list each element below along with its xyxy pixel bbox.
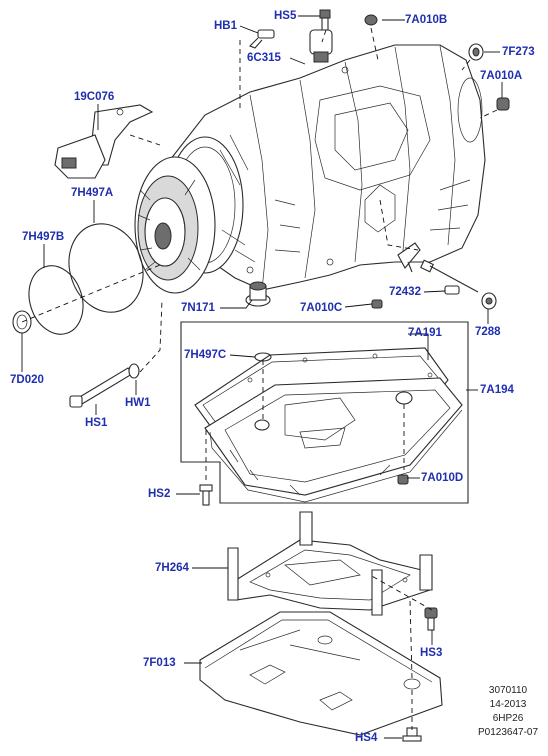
reference-line-2: 14-2013 [489, 699, 527, 710]
callout-7a010b: 7A010B [405, 14, 448, 26]
sensor-6c315 [309, 29, 333, 63]
callout-6c315: 6C315 [247, 52, 281, 64]
seal-7h497b [28, 265, 84, 335]
reference-line-1: 3070110 [488, 685, 528, 696]
bolt-hs5 [319, 9, 331, 31]
callout-7d020: 7D020 [10, 374, 44, 386]
leader-lines [21, 15, 503, 739]
bracket-19c076 [54, 104, 154, 179]
assembly-lines [21, 27, 498, 730]
callout-7f273: 7F273 [502, 46, 535, 58]
bolt-hs2 [199, 484, 213, 506]
callout-7a191: 7A191 [408, 327, 442, 339]
reference-block: 3070110 14-2013 6HP26 P0123647-07 [470, 684, 546, 740]
reference-line-3: 6HP26 [492, 713, 524, 724]
skid-plate-7f013 [199, 611, 443, 736]
callout-7n171: 7N171 [181, 302, 215, 314]
oil-pan-box [180, 321, 469, 504]
callout-7a194: 7A194 [480, 384, 514, 396]
callout-7h497c: 7H497C [184, 349, 227, 361]
oil-pan-7a194 [204, 377, 463, 503]
callout-hb1: HB1 [214, 20, 238, 32]
callout-7h264: 7H264 [155, 562, 189, 574]
transmission-housing [166, 44, 486, 291]
callout-7a010d: 7A010D [421, 472, 464, 484]
callout-19c076: 19C076 [74, 91, 115, 103]
callout-72432: 72432 [389, 286, 421, 298]
callout-7h497b: 7H497B [22, 231, 65, 243]
callout-hs4: HS4 [355, 732, 378, 744]
bolt-hs3 [424, 607, 438, 631]
seal-7f273 [468, 43, 484, 61]
callout-7a010a: 7A010A [480, 70, 523, 82]
callout-hs2: HS2 [148, 488, 171, 500]
plug-7a010d [397, 474, 409, 485]
plug-7a010a [496, 97, 510, 111]
reference-line-4: P0123647-07 [477, 727, 539, 738]
callout-7a010c: 7A010C [300, 302, 343, 314]
drain-plug-7n171 [245, 281, 271, 307]
seal-7h497a [68, 223, 144, 313]
bolt-hb1 [249, 29, 275, 49]
washer-hw1 [128, 363, 140, 379]
callout-7f013: 7F013 [143, 657, 176, 669]
torque-converter [134, 156, 216, 294]
callout-hw1: HW1 [125, 397, 151, 409]
plug-7a010c [371, 299, 383, 309]
seal-7a010b [364, 14, 378, 26]
bolt-hs1 [69, 367, 133, 408]
callout-7288: 7288 [475, 326, 501, 338]
callout-7h497a: 7H497A [71, 187, 114, 199]
callout-hs5: HS5 [274, 10, 297, 22]
bracket-7h264 [227, 511, 433, 616]
callout-hs1: HS1 [85, 417, 108, 429]
callout-hs3: HS3 [420, 647, 443, 659]
